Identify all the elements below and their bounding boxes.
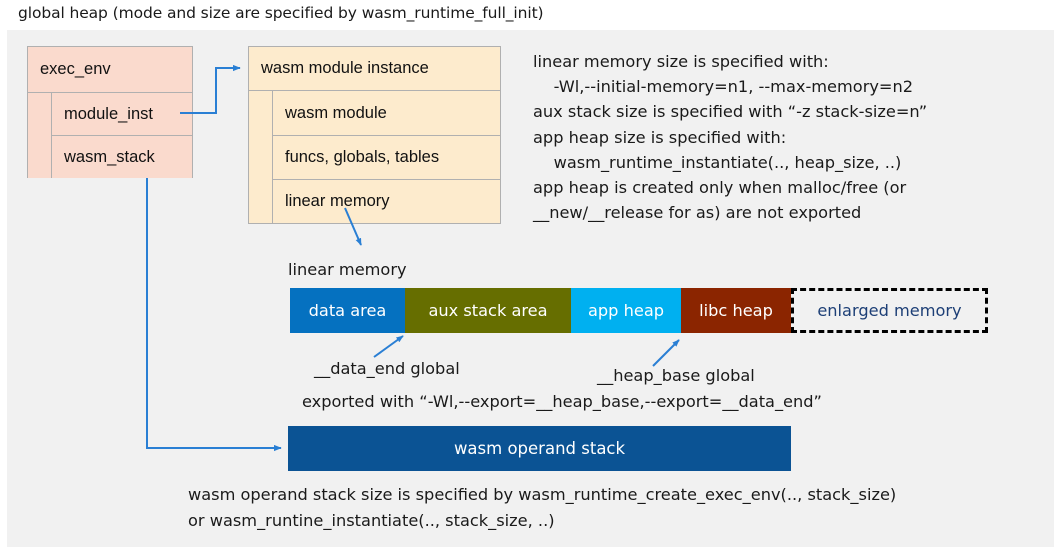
memory-segment-libc-heap: libc heap	[681, 288, 791, 333]
memory-segment-data-area: data area	[290, 288, 405, 333]
module-instance-header: wasm module instance	[249, 47, 500, 91]
linear-memory-label: linear memory	[288, 260, 407, 279]
memory-segment-enlarged-memory: enlarged memory	[791, 288, 988, 333]
exec-env-box: exec_env module_inst wasm_stack	[27, 46, 193, 178]
module-instance-gutter	[249, 91, 273, 223]
exec-env-gutter	[28, 93, 52, 178]
operand-stack-footer: wasm operand stack size is specified by …	[188, 485, 897, 530]
module-instance-field-linear-memory: linear memory	[273, 180, 500, 223]
page-title: global heap (mode and size are specified…	[18, 4, 544, 22]
memory-segment-app-heap: app heap	[571, 288, 681, 333]
annotation-exported-with: exported with “-Wl,--export=__heap_base,…	[302, 392, 822, 411]
wasm-module-instance-box: wasm module instance wasm module funcs, …	[248, 46, 501, 224]
module-instance-field-wasm-module: wasm module	[273, 91, 500, 136]
memory-segment-aux-stack-area: aux stack area	[405, 288, 571, 333]
module-instance-field-funcs-globals-tables: funcs, globals, tables	[273, 136, 500, 180]
wasm-operand-stack-box: wasm operand stack	[288, 426, 791, 471]
annotation-data-end: __data_end global	[314, 359, 460, 378]
exec-env-header: exec_env	[28, 47, 192, 93]
exec-env-field-wasm-stack: wasm_stack	[52, 136, 192, 178]
exec-env-field-module-inst: module_inst	[52, 93, 192, 136]
annotation-heap-base: __heap_base global	[597, 366, 755, 385]
linear-memory-note: linear memory size is specified with: -W…	[533, 52, 928, 223]
